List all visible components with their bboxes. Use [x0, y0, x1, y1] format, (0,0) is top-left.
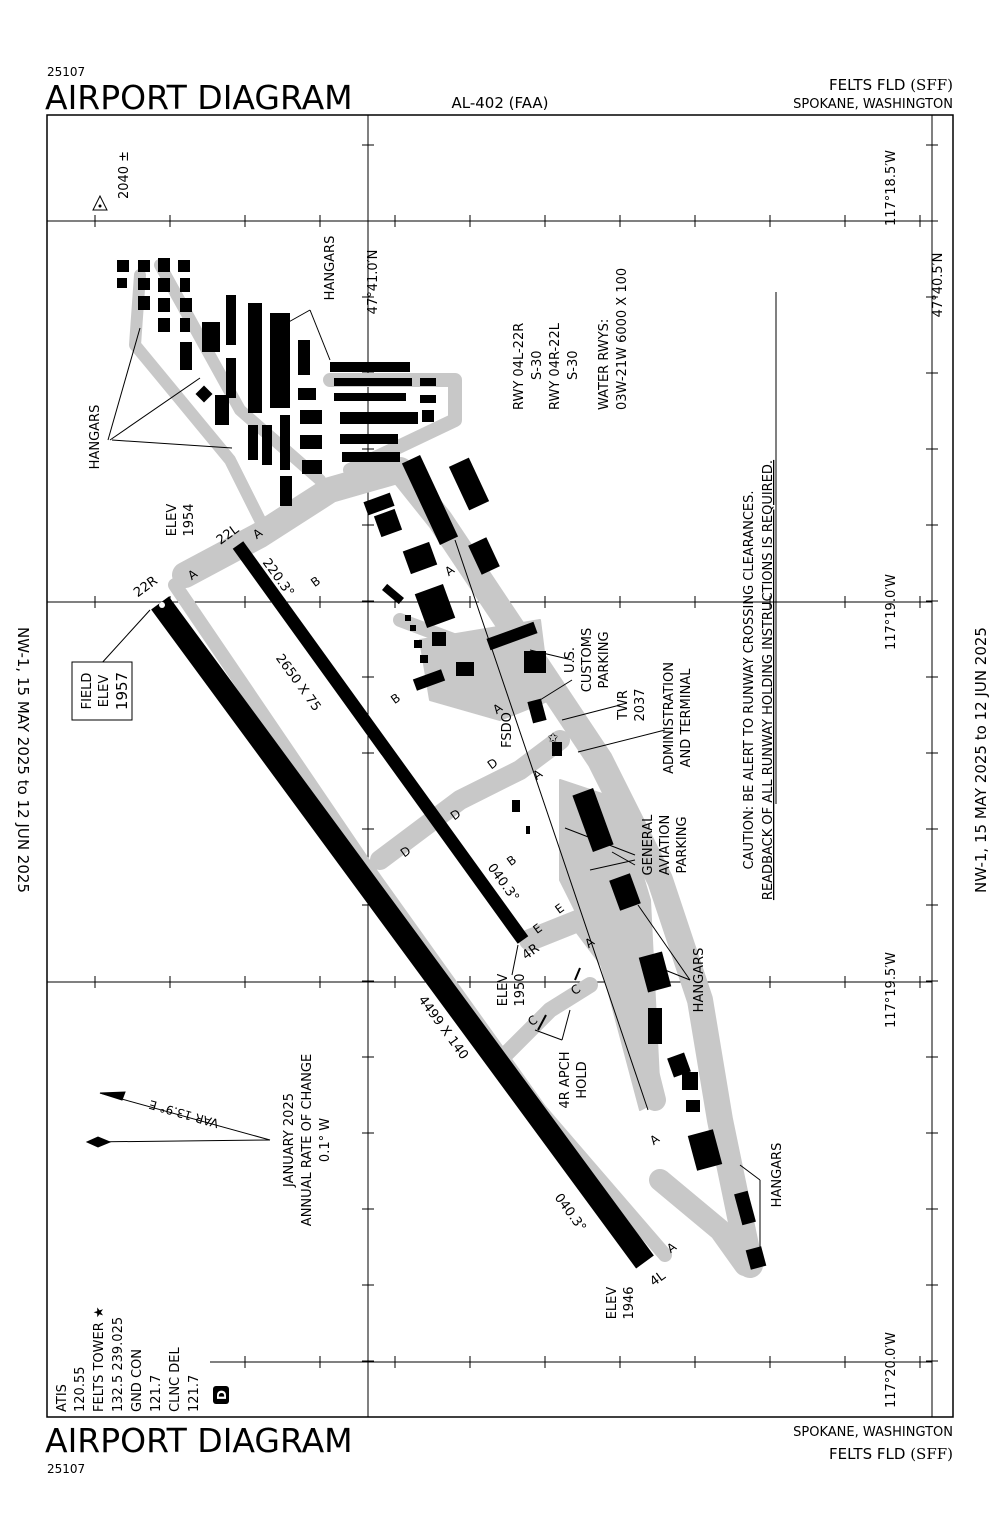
- chart-title: AIRPORT DIAGRAM: [45, 78, 353, 117]
- ga-parking-line3: PARKING: [675, 816, 690, 873]
- rwy-4l-label: 4L: [647, 1268, 669, 1290]
- hangars-label-1: HANGARS: [88, 405, 103, 470]
- hangars-label-4: HANGARS: [770, 1143, 785, 1208]
- hangars-label-2: HANGARS: [323, 236, 338, 301]
- lon-label-3: 117°19.5′W: [884, 952, 899, 1028]
- lon-label-4: 117°20.0′W: [884, 1332, 899, 1408]
- customs-line1: U.S.: [563, 647, 578, 673]
- city-state: SPOKANE, WASHINGTON: [793, 97, 953, 112]
- obstacle-elevation: 2040 ±: [117, 151, 132, 199]
- effective-dates-right: NW-1, 15 MAY 2025 to 12 JUN 2025: [972, 627, 990, 893]
- lat-south-label: 47°40.5′N: [931, 253, 946, 318]
- airport-id: (SFF): [910, 76, 953, 94]
- tower-freq-label: FELTS TOWER ★: [92, 1306, 107, 1412]
- d-badge-text: D: [215, 1390, 229, 1400]
- rwy-22r-label: 22R: [131, 574, 161, 601]
- d-badge: [213, 1386, 229, 1404]
- lon-label-1: 117°18.5′W: [884, 150, 899, 226]
- leader-lines: [99, 309, 761, 1255]
- chart-number: 25107: [47, 65, 85, 79]
- water-rwy-value: 03W-21W 6000 X 100: [615, 268, 630, 410]
- elev-label-1954: ELEV: [165, 504, 180, 537]
- taxiway-label: B: [388, 691, 403, 707]
- footer-city-state: SPOKANE, WASHINGTON: [793, 1425, 953, 1440]
- buildings: [117, 258, 767, 1270]
- apch-hold-line2: HOLD: [575, 1061, 590, 1098]
- admin-line2: AND TERMINAL: [679, 668, 694, 768]
- mag-rate-label: ANNUAL RATE OF CHANGE: [300, 1054, 315, 1226]
- lon-label-2: 117°19.0′W: [884, 574, 899, 650]
- rwy2-label: RWY 04R-22L: [548, 322, 563, 410]
- lat-north-label: 47°41.0′N: [366, 250, 381, 315]
- airport-name-text: FELTS FLD: [829, 76, 905, 94]
- caution-line2: READBACK OF ALL RUNWAY HOLDING INSTRUCTI…: [761, 460, 776, 900]
- footer-airport-name: FELTS FLD (SFF): [829, 1445, 953, 1463]
- taxiway-label: B: [308, 574, 323, 590]
- rwy2-strength: S-30: [566, 351, 581, 381]
- ga-parking-line1: GENERAL: [641, 814, 656, 876]
- taxiway-label: A: [530, 766, 546, 783]
- ga-parking-line2: AVIATION: [658, 815, 673, 875]
- field-elevation-box: [71, 661, 133, 721]
- frequency-block: ATIS 120.55 FELTS TOWER ★ 132.5 239.025 …: [55, 1306, 229, 1412]
- elev-label-1950: ELEV: [496, 974, 511, 1007]
- runway-end-marker: [159, 602, 165, 608]
- mag-rate-value: 0.1° W: [318, 1118, 333, 1162]
- rwy1-strength: S-30: [530, 351, 545, 381]
- field-elev-line3: 1957: [113, 672, 131, 710]
- hangars-label-3: HANGARS: [692, 948, 707, 1013]
- elev-1950: 1950: [513, 973, 528, 1006]
- caution-line1: CAUTION: BE ALERT TO RUNWAY CROSSING CLE…: [742, 490, 757, 869]
- tower-label: TWR: [616, 690, 631, 721]
- tower-elevation: 2037: [633, 688, 648, 721]
- ground-frequency: 121.7: [149, 1375, 164, 1412]
- footer-title: AIRPORT DIAGRAM: [45, 1421, 353, 1460]
- field-elev-line1: FIELD: [80, 673, 95, 710]
- clearance-frequency: 121.7: [187, 1375, 202, 1412]
- magnetic-variation: VAR 13.9° E: [147, 1097, 220, 1130]
- admin-line1: ADMINISTRATION: [662, 662, 677, 774]
- taxiway-a-centerline: [454, 539, 649, 1111]
- field-elev-line2: ELEV: [97, 675, 112, 708]
- fsdo-label: FSDO: [500, 712, 515, 748]
- chart-frame: [46, 114, 954, 1418]
- ground-label: GND CON: [130, 1349, 145, 1412]
- runway-04l-22r: [151, 596, 654, 1269]
- tower-star-icon: ✩: [548, 731, 559, 746]
- effective-dates-left: NW-1, 15 MAY 2025 to 12 JUN 2025: [14, 627, 32, 893]
- clearance-label: CLNC DEL: [168, 1347, 183, 1412]
- airport-name: FELTS FLD (SFF): [829, 76, 953, 94]
- apch-hold-line1: 4R APCH: [558, 1051, 573, 1108]
- footer-airport-id: (SFF): [910, 1445, 953, 1463]
- customs-line2: CUSTOMS: [580, 628, 595, 693]
- obstacle-icon: [92, 194, 108, 211]
- atis-frequency: 120.55: [73, 1367, 88, 1413]
- water-rwys-title: WATER RWYS:: [597, 319, 612, 410]
- tower-frequency: 132.5 239.025: [111, 1317, 126, 1412]
- elev-1946: 1946: [622, 1286, 637, 1319]
- elev-label-1946: ELEV: [605, 1287, 620, 1320]
- runway-04r-22l: [232, 541, 529, 944]
- footer-chart-number: 25107: [47, 1462, 85, 1476]
- taxiway-label: D: [485, 755, 501, 772]
- procedure-id: AL-402 (FAA): [451, 94, 548, 112]
- atis-label: ATIS: [55, 1384, 70, 1412]
- elev-1954: 1954: [182, 503, 197, 536]
- customs-line3: PARKING: [597, 631, 612, 688]
- footer-airport-name-text: FELTS FLD: [829, 1445, 905, 1463]
- magnetic-variation-arrows: [85, 1091, 271, 1148]
- mag-date: JANUARY 2025: [282, 1093, 297, 1188]
- rwy1-label: RWY 04L-22R: [512, 323, 527, 410]
- taxiway-label: B: [504, 853, 519, 869]
- rwy-heading-040-b: 040.3°: [551, 1191, 589, 1235]
- taxiway-label: A: [647, 1131, 663, 1148]
